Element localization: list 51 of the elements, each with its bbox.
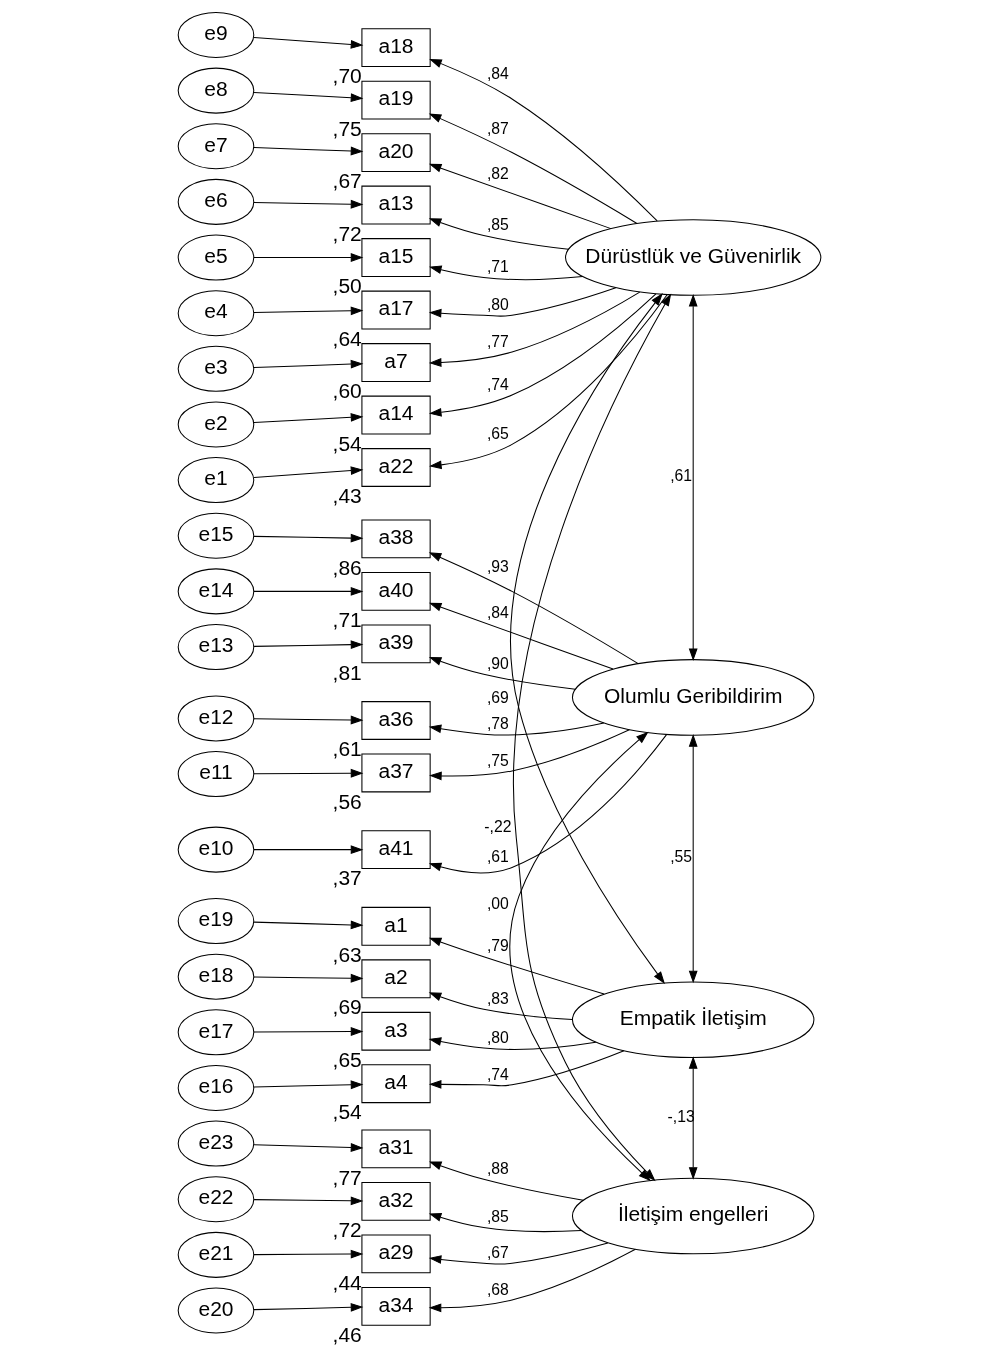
node-label: ,43 [332,484,362,508]
edge-label: ,65 [486,425,509,443]
edge-label: ,75 [486,751,509,769]
node-label: ,44 [332,1270,362,1294]
node-label: ,71 [332,608,362,632]
node-label: ,72 [332,1218,362,1242]
node-label: ,64 [332,326,362,350]
node-label: ,61 [332,737,362,761]
edge-label: ,00 [486,894,509,912]
node-label: ,69 [332,995,362,1019]
edge-label: ,55 [670,848,693,866]
node-label: ,46 [332,1322,362,1346]
edge-label: -,22 [484,818,512,836]
edge-label: ,69 [486,689,509,707]
node-label: ,70 [332,64,362,88]
edge-label: ,71 [486,258,509,276]
node-label: ,81 [332,660,362,684]
edge-label: ,88 [486,1160,509,1178]
edge-label: ,82 [486,164,509,182]
edge-label: ,93 [486,558,509,576]
edge-label: ,68 [486,1280,509,1298]
node-label: ,72 [332,221,362,245]
edge-label: ,61 [670,467,693,485]
edge-label: ,74 [486,375,509,393]
node-label: ,77 [332,1165,362,1189]
edge-label: ,77 [486,332,509,350]
node-label: ,56 [332,789,362,813]
edge-label: ,79 [486,937,509,955]
node-label: ,50 [332,274,362,298]
node-label: ,60 [332,379,362,403]
node-label: ,67 [332,169,362,193]
node-label: ,54 [332,431,362,455]
edge-label: ,85 [486,1208,509,1226]
node-label: ,54 [332,1100,362,1124]
node-label: ,63 [332,942,362,966]
edge-label: ,85 [486,216,509,234]
edge-label: ,84 [486,603,509,621]
edge-label: ,87 [486,119,509,137]
edge-label: ,80 [486,296,509,314]
edge-label: ,90 [486,655,509,673]
edge-label: ,74 [486,1065,509,1083]
node-label: ,65 [332,1047,362,1071]
node-label: ,86 [332,555,362,579]
edge-label: ,84 [486,65,509,83]
edge-label: ,61 [486,848,509,866]
edge-label: ,67 [486,1244,509,1262]
edge-label: ,78 [486,714,509,732]
edge-label: ,83 [486,989,509,1007]
node-label: ,37 [332,866,362,890]
edge-label: ,80 [486,1028,509,1046]
node-label: ,75 [332,116,362,140]
